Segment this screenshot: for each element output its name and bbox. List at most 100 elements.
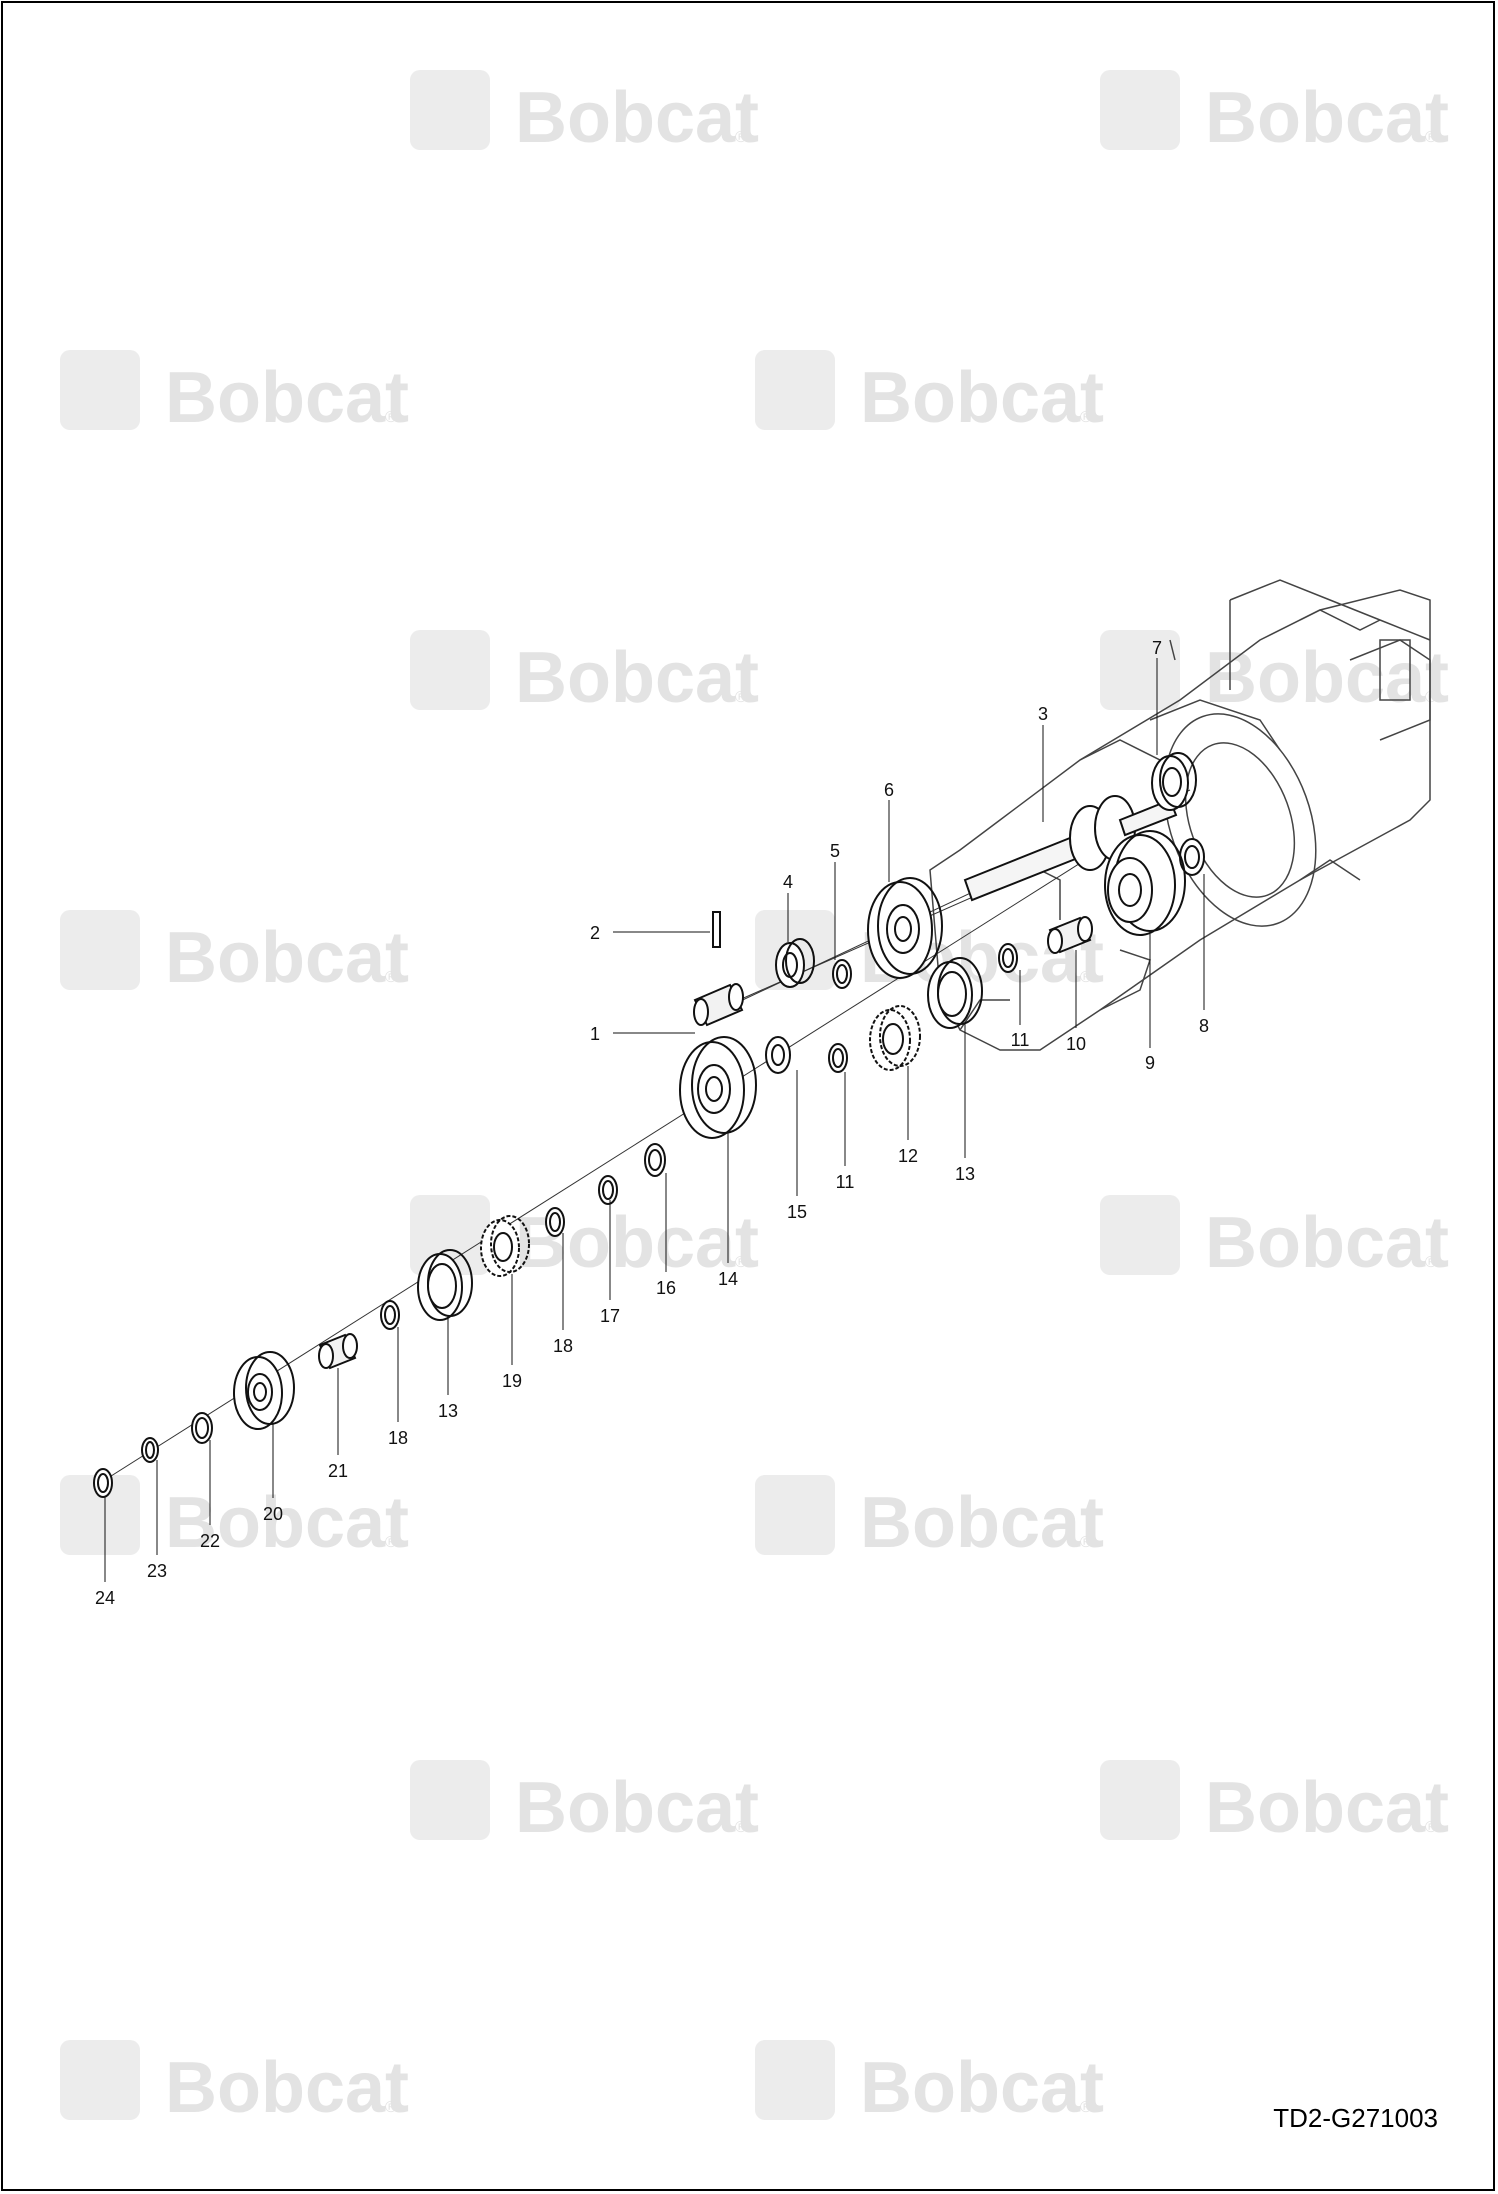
callout: 11 <box>836 1172 855 1192</box>
svg-text:Bobcat: Bobcat <box>1205 1768 1449 1848</box>
leader-lines <box>104 658 1205 1582</box>
svg-text:Bobcat: Bobcat <box>860 358 1104 438</box>
part-23-ring <box>141 1437 159 1463</box>
svg-text:Bobcat: Bobcat <box>515 1768 759 1848</box>
watermark: Bobcat® <box>60 910 409 998</box>
part-13-ring-gear-lower <box>417 1249 473 1321</box>
part-11-ring-upper <box>998 943 1018 973</box>
part-9-gear <box>1104 830 1186 936</box>
callout: 8 <box>1199 1016 1209 1036</box>
watermark: Bobcat® <box>755 350 1104 438</box>
callout: 21 <box>328 1461 348 1481</box>
part-20-gear <box>233 1351 295 1430</box>
callout: 11 <box>1011 1030 1030 1050</box>
watermark: Bobcat® <box>410 1760 759 1848</box>
svg-text:®: ® <box>1425 689 1437 706</box>
callout: 6 <box>884 780 894 800</box>
part-6-gear <box>867 877 943 979</box>
callout-numbers: 1 2 3 4 5 6 7 8 9 10 11 11 12 13 13 14 1… <box>95 638 1209 1608</box>
svg-text:Bobcat: Bobcat <box>165 358 409 438</box>
part-8-ring <box>1179 838 1205 876</box>
callout: 4 <box>783 872 793 892</box>
svg-text:Bobcat: Bobcat <box>1205 1203 1449 1283</box>
part-14-gear <box>679 1036 757 1139</box>
callout: 13 <box>955 1164 975 1184</box>
part-15-bushing <box>765 1036 791 1074</box>
part-22-ring <box>191 1412 213 1444</box>
part-16-ring <box>644 1143 666 1177</box>
watermark: Bobcat® <box>60 2040 409 2128</box>
svg-text:®: ® <box>1425 1819 1437 1836</box>
watermark: Bobcat® <box>755 2040 1104 2128</box>
callout: 16 <box>656 1278 676 1298</box>
svg-text:®: ® <box>385 969 397 986</box>
svg-text:Bobcat: Bobcat <box>165 2048 409 2128</box>
watermark: Bobcat® <box>410 70 759 158</box>
callout: 13 <box>438 1401 458 1421</box>
watermark: Bobcat® <box>60 1475 409 1563</box>
svg-text:Bobcat: Bobcat <box>860 1483 1104 1563</box>
part-18-ring-lower <box>380 1300 400 1330</box>
callout: 1 <box>590 1024 600 1044</box>
callout: 7 <box>1152 638 1162 658</box>
watermark-layer: Bobcat® Bobcat® Bobcat® Bobcat® Bobcat® … <box>60 70 1449 2128</box>
callout: 12 <box>898 1146 918 1166</box>
part-19-synchro-hub <box>480 1215 530 1277</box>
part-11-ring-lower <box>828 1043 848 1073</box>
transmission-housing <box>929 579 1431 1051</box>
svg-text:®: ® <box>735 689 747 706</box>
svg-text:Bobcat: Bobcat <box>165 1483 409 1563</box>
svg-text:Bobcat: Bobcat <box>515 78 759 158</box>
svg-text:®: ® <box>735 129 747 146</box>
callout: 3 <box>1038 704 1048 724</box>
callout: 19 <box>502 1371 522 1391</box>
watermark: Bobcat® <box>60 350 409 438</box>
callout: 2 <box>590 923 600 943</box>
svg-text:®: ® <box>1080 1534 1092 1551</box>
svg-text:®: ® <box>385 1534 397 1551</box>
part-2-pin <box>712 911 721 948</box>
callout: 5 <box>830 841 840 861</box>
part-18-ring-upper <box>545 1207 565 1237</box>
drawing-id: TD2-G271003 <box>1273 2103 1438 2133</box>
svg-text:Bobcat: Bobcat <box>1205 78 1449 158</box>
watermark: Bobcat® <box>1100 1195 1449 1283</box>
watermark: Bobcat® <box>1100 1760 1449 1848</box>
part-12-synchro-hub <box>869 1005 921 1071</box>
svg-text:®: ® <box>385 2099 397 2116</box>
svg-text:®: ® <box>735 1819 747 1836</box>
part-24-ring <box>93 1468 113 1498</box>
callout: 24 <box>95 1588 115 1608</box>
callout: 10 <box>1066 1034 1086 1054</box>
callout: 14 <box>718 1269 738 1289</box>
callout: 20 <box>263 1504 283 1524</box>
watermark: Bobcat® <box>1100 70 1449 158</box>
part-1-bushing <box>693 983 744 1027</box>
part-4-bearing <box>775 938 815 988</box>
watermark: Bobcat® <box>755 1475 1104 1563</box>
svg-text:®: ® <box>1080 2099 1092 2116</box>
svg-text:®: ® <box>1425 129 1437 146</box>
callout: 15 <box>787 1202 807 1222</box>
callout: 17 <box>600 1306 620 1326</box>
part-7-bearing <box>1151 752 1197 811</box>
svg-text:®: ® <box>1425 1254 1437 1271</box>
svg-text:®: ® <box>1080 409 1092 426</box>
part-21-bushing <box>318 1333 358 1370</box>
watermark: Bobcat® <box>410 630 759 718</box>
svg-text:®: ® <box>735 1254 747 1271</box>
parts <box>93 752 1205 1498</box>
svg-text:Bobcat: Bobcat <box>860 2048 1104 2128</box>
svg-text:Bobcat: Bobcat <box>165 918 409 998</box>
watermark: Bobcat® <box>410 1195 759 1283</box>
callout: 18 <box>388 1428 408 1448</box>
svg-text:®: ® <box>385 409 397 426</box>
part-10-bushing <box>1047 916 1093 954</box>
svg-text:®: ® <box>1080 969 1092 986</box>
part-13-ring-gear-upper <box>927 957 983 1029</box>
svg-text:Bobcat: Bobcat <box>515 638 759 718</box>
callout: 23 <box>147 1561 167 1581</box>
callout: 18 <box>553 1336 573 1356</box>
